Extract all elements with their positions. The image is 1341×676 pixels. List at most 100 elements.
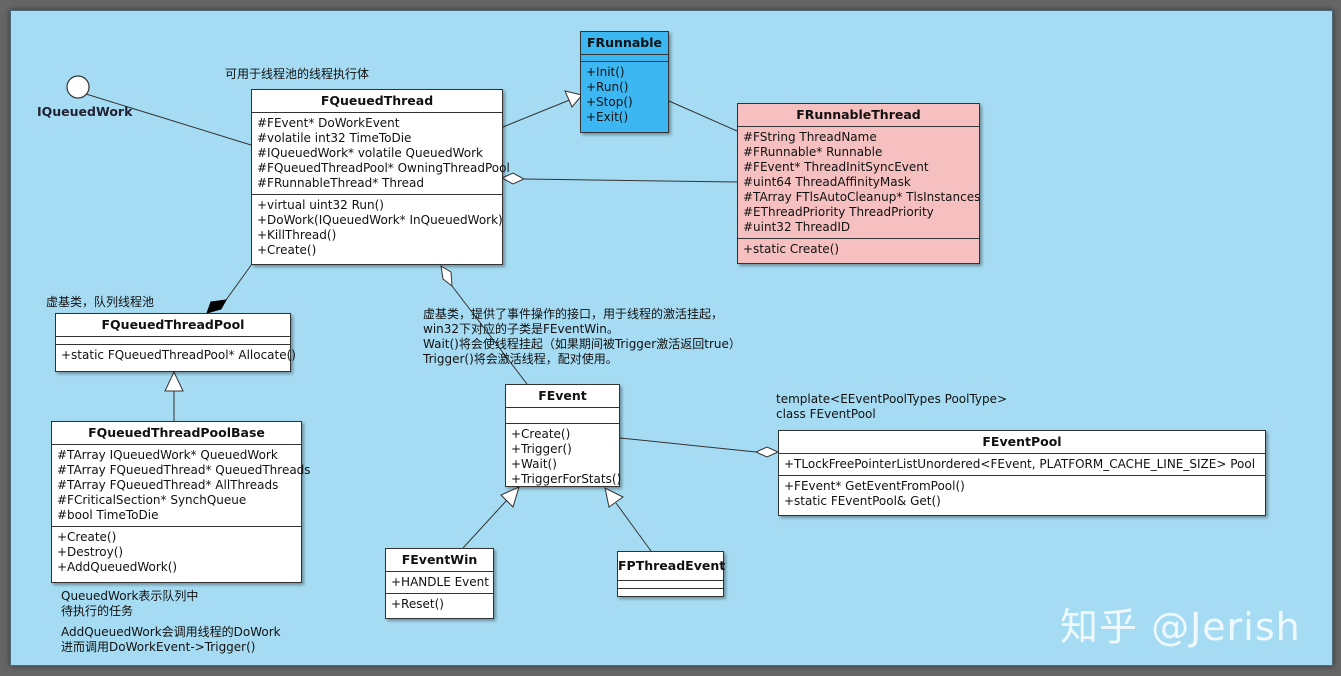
method-row: +Destroy()	[57, 545, 124, 559]
attribute-row: #IQueuedWork* volatile QueuedWork	[257, 146, 483, 160]
method-row: +static Create()	[743, 242, 840, 256]
method-row: +virtual uint32 Run()	[257, 198, 384, 212]
class-fpthreadevent[interactable]: FPThreadEvent	[617, 551, 725, 597]
inheritance-arrow-icon	[564, 90, 583, 108]
note-line: 进而调用DoWorkEvent->Trigger()	[61, 640, 256, 654]
note-add-work: AddQueuedWork会调用线程的DoWork 进而调用DoWorkEven…	[61, 625, 281, 655]
attributes-section	[56, 337, 290, 345]
methods-section: +Create() +Trigger() +Wait() +TriggerFor…	[506, 424, 622, 490]
method-row: +Create()	[511, 427, 571, 441]
watermark: 知乎 @Jerish	[1060, 605, 1301, 649]
class-fevent[interactable]: FEvent +Create() +Trigger() +Wait() +Tri…	[505, 384, 622, 490]
attribute-row: #FRunnableThread* Thread	[257, 176, 424, 190]
pool-queuedthread-composition	[225, 263, 253, 301]
note-line: template<EEventPoolTypes PoolType>	[776, 392, 1008, 406]
note-template: template<EEventPoolTypes PoolType> class…	[776, 392, 1007, 422]
attribute-row: #uint32 ThreadID	[743, 220, 851, 234]
methods-section: +Init() +Run() +Stop() +Exit()	[581, 62, 668, 128]
method-row: +Reset()	[391, 597, 444, 611]
attributes-section: +HANDLE Event	[386, 572, 493, 594]
class-fqueuedthreadpoolbase[interactable]: FQueuedThreadPoolBase #TArray IQueuedWor…	[51, 421, 311, 583]
note-line: Wait()将会使线程挂起（如果期间被Trigger激活返回true）	[423, 337, 741, 351]
aggregation-diamond-icon	[440, 265, 453, 288]
class-title: FQueuedThreadPoolBase	[52, 422, 301, 445]
class-frunnablethread[interactable]: FRunnableThread #FString ThreadName #FRu…	[737, 103, 980, 264]
note-line: 虚基类，提供了事件操作的接口，用于线程的激活挂起，	[423, 307, 724, 321]
attribute-row: +TLockFreePointerListUnordered<FEvent, P…	[784, 457, 1256, 471]
pthreadevent-event-inheritance	[615, 502, 652, 552]
iqueuedwork-label: IQueuedWork	[37, 104, 133, 119]
note-line: win32下对应的子类是FEventWin。	[423, 322, 619, 336]
method-row: +TriggerForStats()	[511, 472, 622, 486]
note-line: class FEventPool	[776, 407, 876, 421]
class-title: FRunnableThread	[738, 104, 979, 127]
class-title: FPThreadEvent	[618, 552, 725, 581]
method-row: +Create()	[57, 530, 117, 544]
attribute-row: #TArray FQueuedThread* AllThreads	[57, 478, 279, 492]
aggregation-diamond-icon	[500, 172, 526, 185]
method-row: +Create()	[257, 243, 317, 257]
class-feventwin[interactable]: FEventWin +HANDLE Event +Reset()	[385, 548, 494, 619]
attribute-row: #uint64 ThreadAffinityMask	[743, 175, 911, 189]
class-title: FEventPool	[779, 431, 1265, 454]
method-row: +Run()	[586, 80, 629, 94]
class-fqueuedthreadpool[interactable]: FQueuedThreadPool +static FQueuedThreadP…	[55, 313, 296, 372]
attribute-row: #TArray FTlsAutoCleanup* TlsInstances	[743, 190, 981, 204]
attributes-section: #TArray IQueuedWork* QueuedWork #TArray …	[52, 445, 311, 527]
iqueuedwork-link	[85, 93, 252, 146]
inheritance-arrow-icon	[604, 487, 624, 508]
methods-section: +Create() +Destroy() +AddQueuedWork()	[52, 527, 301, 578]
attributes-section	[506, 408, 619, 424]
attributes-section: +TLockFreePointerListUnordered<FEvent, P…	[779, 454, 1265, 476]
attribute-row: #TArray IQueuedWork* QueuedWork	[57, 448, 278, 462]
eventwin-event-inheritance	[462, 499, 508, 549]
queuedthread-event-aggregation	[451, 285, 528, 385]
method-row: +Exit()	[586, 110, 629, 124]
methods-section: +static Create()	[738, 239, 979, 260]
note-queued-thread: 可用于线程池的线程执行体	[225, 67, 370, 81]
attributes-section	[581, 55, 668, 62]
aggregation-diamond-icon	[754, 446, 780, 458]
attributes-section: #FString ThreadName #FRunnable* Runnable…	[738, 127, 981, 239]
note-pool: 虚基类，队列线程池	[46, 295, 155, 309]
attribute-row: #FCriticalSection* SynchQueue	[57, 493, 247, 507]
runnable-runnablethread-link	[668, 100, 738, 132]
note-line: Trigger()将会激活线程，配对使用。	[423, 352, 618, 366]
class-title: FEventWin	[386, 549, 493, 572]
attribute-row: +HANDLE Event	[391, 575, 489, 589]
composition-diamond-icon	[206, 299, 227, 314]
class-feventpool[interactable]: FEventPool +TLockFreePointerListUnordere…	[778, 430, 1266, 516]
note-line: QueuedWork表示队列中	[61, 589, 199, 603]
queuedthread-runnablethread-aggregation	[523, 178, 738, 183]
attribute-row: #FEvent* DoWorkEvent	[257, 116, 400, 130]
attribute-row: #FEvent* ThreadInitSyncEvent	[743, 160, 929, 174]
methods-section: +FEvent* GetEventFromPool() +static FEve…	[779, 476, 1265, 512]
class-fqueuedthread[interactable]: FQueuedThread #FEvent* DoWorkEvent #vola…	[251, 89, 510, 265]
attribute-row: #volatile int32 TimeToDie	[257, 131, 412, 145]
method-row: +Wait()	[511, 457, 557, 471]
class-frunnable[interactable]: FRunnable +Init() +Run() +Stop() +Exit()	[580, 31, 669, 133]
attribute-row: #FQueuedThreadPool* OwningThreadPool	[257, 161, 510, 175]
attribute-row: #EThreadPriority ThreadPriority	[743, 205, 934, 219]
methods-section: +static FQueuedThreadPool* Allocate()	[56, 345, 296, 366]
methods-section	[618, 589, 723, 596]
method-row: +Init()	[586, 65, 625, 79]
iqueuedwork-interface-icon	[66, 75, 90, 99]
queuedthread-runnable-inheritance	[502, 98, 573, 128]
method-row: +Trigger()	[511, 442, 572, 456]
class-title: FQueuedThreadPool	[56, 314, 290, 337]
method-row: +DoWork(IQueuedWork* InQueuedWork)	[257, 213, 503, 227]
methods-section: +virtual uint32 Run() +DoWork(IQueuedWor…	[252, 195, 503, 261]
method-row: +KillThread()	[257, 228, 337, 242]
note-event: 虚基类，提供了事件操作的接口，用于线程的激活挂起， win32下对应的子类是FE…	[423, 307, 741, 367]
attribute-row: #FRunnable* Runnable	[743, 145, 883, 159]
note-queued-work: QueuedWork表示队列中 待执行的任务	[61, 589, 198, 619]
method-row: +static FQueuedThreadPool* Allocate()	[61, 348, 296, 362]
attribute-row: #FString ThreadName	[743, 130, 877, 144]
attributes-section	[618, 581, 723, 589]
method-row: +static FEventPool& Get()	[784, 494, 941, 508]
note-line: AddQueuedWork会调用线程的DoWork	[61, 625, 281, 639]
class-title: FRunnable	[581, 32, 668, 55]
